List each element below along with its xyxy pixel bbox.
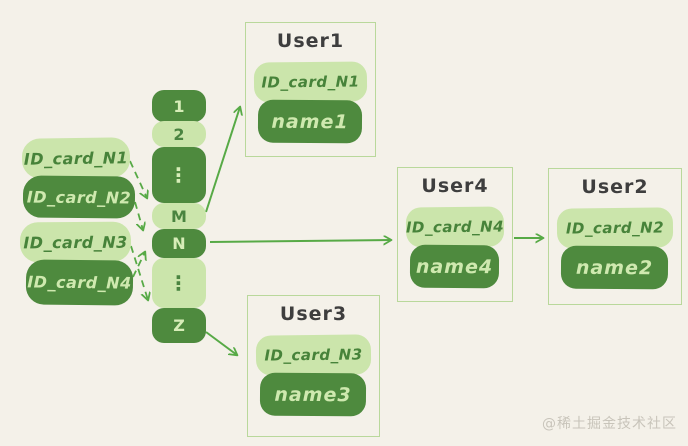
edge-card3-bucketZ xyxy=(130,245,148,300)
bucket-z: Z xyxy=(152,308,206,343)
bucket-n: N xyxy=(152,229,206,258)
bucket-ellipsis-top: ⋮ xyxy=(152,147,206,203)
user4-box: User4 ID_card_N4 name4 xyxy=(397,167,513,302)
user3-box: User3 ID_card_N3 name3 xyxy=(247,295,380,437)
bucket-m: M xyxy=(152,203,206,229)
user1-title: User1 xyxy=(276,30,345,52)
id-card-pill-n4: ID_card_N4 xyxy=(25,259,134,306)
id-card-pill-n1: ID_card_N1 xyxy=(21,137,131,179)
user3-id-pill: ID_card_N3 xyxy=(255,334,372,376)
id-card-pill-n2: ID_card_N2 xyxy=(22,175,136,219)
edge-card4-bucketN xyxy=(132,252,145,278)
user1-id-pill: ID_card_N1 xyxy=(253,61,368,103)
bucket-2: 2 xyxy=(152,121,206,147)
edge-card2-bucketN xyxy=(134,201,143,230)
user1-box: User1 ID_card_N1 name1 xyxy=(245,22,376,157)
user3-title: User3 xyxy=(279,303,348,325)
user2-title: User2 xyxy=(581,176,649,198)
user4-id-pill: ID_card_N4 xyxy=(405,206,505,248)
edge-bucketN-user4 xyxy=(209,240,391,242)
bucket-1: 1 xyxy=(152,90,206,122)
user2-box: User2 ID_card_N2 name2 xyxy=(548,168,682,305)
user4-name-pill: name4 xyxy=(409,244,500,289)
id-card-pill-n3: ID_card_N3 xyxy=(19,221,132,263)
user2-id-pill: ID_card_N2 xyxy=(556,207,674,249)
user4-title: User4 xyxy=(421,175,489,197)
user3-name-pill: name3 xyxy=(259,372,367,417)
watermark: @稀土掘金技术社区 xyxy=(542,416,677,432)
edge-bucketM-user1 xyxy=(205,107,240,213)
edge-bucketZ-user3 xyxy=(205,331,237,355)
user2-name-pill: name2 xyxy=(560,245,669,290)
user1-name-pill: name1 xyxy=(257,99,363,144)
bucket-ellipsis-bottom: ⋮ xyxy=(152,258,206,308)
